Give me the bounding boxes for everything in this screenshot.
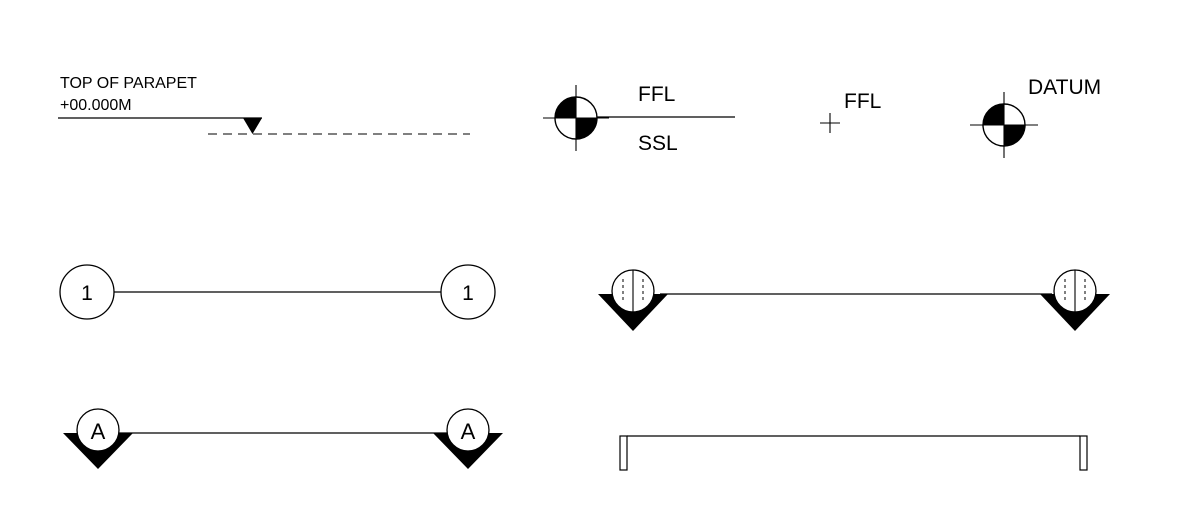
datum-marker: DATUM xyxy=(970,76,1101,158)
end-tick-line xyxy=(619,435,1088,471)
grid-bubble-right xyxy=(440,264,496,320)
ssl-label: SSL xyxy=(638,132,678,155)
datum-target-icon xyxy=(970,92,1038,158)
level-marker: TOP OF PARAPET +00.000M xyxy=(58,75,470,135)
grid-bubble-left-label: 1 xyxy=(81,282,93,305)
datum-label: DATUM xyxy=(1028,76,1101,99)
grid-bubble-left xyxy=(59,264,115,320)
grid-line-lettered: A A xyxy=(63,408,503,469)
ffl-cross-label: FFL xyxy=(844,90,881,113)
end-tick-left xyxy=(619,435,628,471)
grid-line-numbered: 1 1 xyxy=(59,264,496,320)
ffl-ssl-marker: FFL SSL xyxy=(543,83,735,155)
section-marker-left-icon xyxy=(598,269,668,331)
grid-marker-right-label: A xyxy=(461,419,476,444)
section-line xyxy=(598,269,1110,331)
grid-marker-left-icon xyxy=(63,408,133,469)
grid-marker-right-icon xyxy=(433,408,503,469)
cross-icon xyxy=(820,113,840,133)
section-marker-right-icon xyxy=(1040,269,1110,331)
datum-target-icon xyxy=(543,85,609,151)
ffl-cross-marker: FFL xyxy=(820,90,881,133)
level-title: TOP OF PARAPET xyxy=(60,75,197,92)
grid-marker-left-label: A xyxy=(91,419,106,444)
grid-bubble-right-label: 1 xyxy=(462,282,474,305)
level-value: +00.000M xyxy=(60,97,132,114)
level-triangle-icon xyxy=(243,118,262,134)
end-tick-right xyxy=(1079,435,1088,471)
ffl-label: FFL xyxy=(638,83,675,106)
